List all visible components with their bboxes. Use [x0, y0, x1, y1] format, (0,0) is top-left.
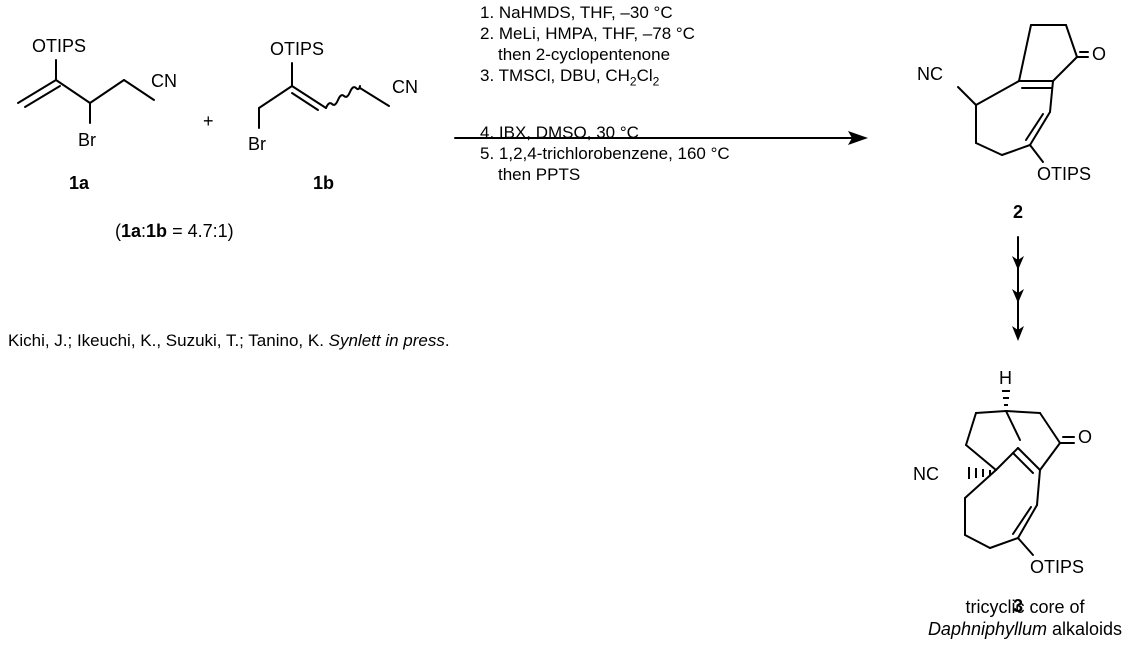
bromo-label: Br — [248, 134, 266, 154]
bond — [964, 534, 991, 549]
bond — [1039, 442, 1061, 471]
compound-1b-structure: OTIPS Br CN — [248, 39, 418, 154]
condition-step-3: 3. TMSCl, DBU, CH2Cl2 — [480, 65, 730, 92]
bond — [258, 85, 293, 109]
otips-label: OTIPS — [270, 39, 324, 59]
bond — [989, 537, 1019, 549]
bond — [975, 142, 1003, 156]
otips-label: OTIPS — [1030, 557, 1084, 577]
bond — [1036, 469, 1041, 506]
condition-step-3-text: Cl — [636, 66, 653, 85]
bond — [1005, 410, 1021, 441]
citation: Kichi, J.; Ikeuchi, K., Suzuki, T.; Tani… — [8, 331, 450, 351]
compound-2-structure: NC O OTIPS — [917, 24, 1106, 184]
ratio-compound-1b: 1b — [146, 221, 168, 241]
wavy-bond — [325, 85, 361, 109]
bond — [17, 79, 57, 104]
bond — [1017, 447, 1041, 471]
condition-step-4: 4. IBX, DMSO, 30 °C — [480, 123, 639, 143]
arrow-head — [848, 131, 868, 145]
compound-2-id: 2 — [1013, 202, 1023, 222]
bond — [965, 412, 977, 446]
bond — [291, 85, 327, 109]
nitrile-label: NC — [913, 464, 939, 484]
bond — [1012, 506, 1032, 535]
bond — [89, 79, 125, 104]
hydrogen-label: H — [999, 368, 1012, 388]
description-line-2: Daphniphyllum alkaloids — [910, 618, 1140, 640]
bond — [55, 79, 91, 104]
condition-step-5: 5. 1,2,4-trichlorobenzene, 160 °C — [480, 144, 730, 164]
bond — [975, 80, 1020, 106]
bond — [975, 410, 1007, 414]
bond — [1052, 56, 1078, 82]
arrow-head — [1012, 289, 1024, 303]
isomer-ratio: (1a:1b = 4.7:1) — [115, 221, 234, 242]
bond — [359, 87, 390, 107]
ketone-oxygen-label: O — [1078, 427, 1092, 447]
citation-end: . — [444, 331, 450, 350]
otips-label: OTIPS — [32, 36, 86, 56]
reaction-arrow — [454, 131, 868, 145]
nitrile-label: NC — [917, 64, 943, 84]
condition-step-1: 1. NaHMDS, THF, –30 °C — [480, 3, 673, 22]
bromo-label: Br — [78, 130, 96, 150]
ratio-compound-1a: 1a — [121, 221, 142, 241]
arrow-head — [1012, 256, 1024, 270]
subscript: 2 — [629, 74, 637, 89]
bond — [1029, 111, 1051, 146]
condition-step-5-then: then PPTS — [498, 165, 581, 185]
citation-journal: Synlett in press — [328, 331, 445, 350]
bond — [1012, 452, 1034, 474]
compound-1a-id: 1a — [69, 173, 90, 193]
bond — [1049, 80, 1054, 113]
bond — [965, 444, 997, 471]
ratio-text: ( — [115, 221, 121, 241]
compound-3-id: 3 — [1013, 596, 1023, 616]
condition-step-3-text: 3. TMSCl, DBU, CH — [480, 66, 630, 85]
bond — [1001, 144, 1031, 156]
compound-3-structure: H NC O OTIPS — [913, 368, 1092, 577]
hashed-wedge-bond — [1002, 390, 1010, 406]
hashed-wedge-bond — [968, 467, 991, 479]
ketone-oxygen-label: O — [1092, 44, 1106, 64]
plus-sign: + — [203, 111, 214, 131]
compound-1b-id: 1b — [313, 173, 334, 193]
bond — [1039, 412, 1061, 444]
arrow-head — [1012, 326, 1024, 341]
description-line-1: tricyclic core of — [965, 597, 1085, 617]
bond — [123, 79, 155, 101]
bond — [1025, 113, 1044, 141]
bond — [995, 447, 1019, 471]
subscript: 2 — [652, 74, 660, 89]
bond — [291, 92, 319, 111]
bond — [24, 85, 61, 108]
description-text: alkaloids — [1047, 619, 1123, 639]
citation-authors: Kichi, J.; Ikeuchi, K., Suzuki, T.; Tani… — [8, 331, 329, 350]
condition-step-2: 2. MeLi, HMPA, THF, –78 °C — [480, 24, 695, 43]
compound-3-description: tricyclic core of Daphniphyllum alkaloid… — [910, 596, 1140, 640]
bond — [1018, 24, 1032, 82]
bond — [1017, 504, 1038, 539]
bond — [1017, 537, 1034, 556]
reaction-conditions: 1. NaHMDS, THF, –30 °C 2. MeLi, HMPA, TH… — [480, 2, 730, 185]
bond — [957, 86, 977, 106]
genus-name: Daphniphyllum — [927, 619, 1048, 639]
ratio-text: : — [141, 221, 147, 241]
nitrile-label: CN — [392, 77, 418, 97]
reaction-arrow-down — [1012, 236, 1024, 341]
bond — [1029, 144, 1044, 163]
bond — [1005, 410, 1041, 414]
otips-label: OTIPS — [1037, 164, 1091, 184]
nitrile-label: CN — [151, 71, 177, 91]
bond — [1065, 24, 1078, 58]
condition-step-2-then: then 2-cyclopentenone — [498, 45, 671, 64]
compound-1a-structure: OTIPS Br CN — [17, 36, 177, 150]
ratio-value: = 4.7:1) — [167, 221, 234, 241]
